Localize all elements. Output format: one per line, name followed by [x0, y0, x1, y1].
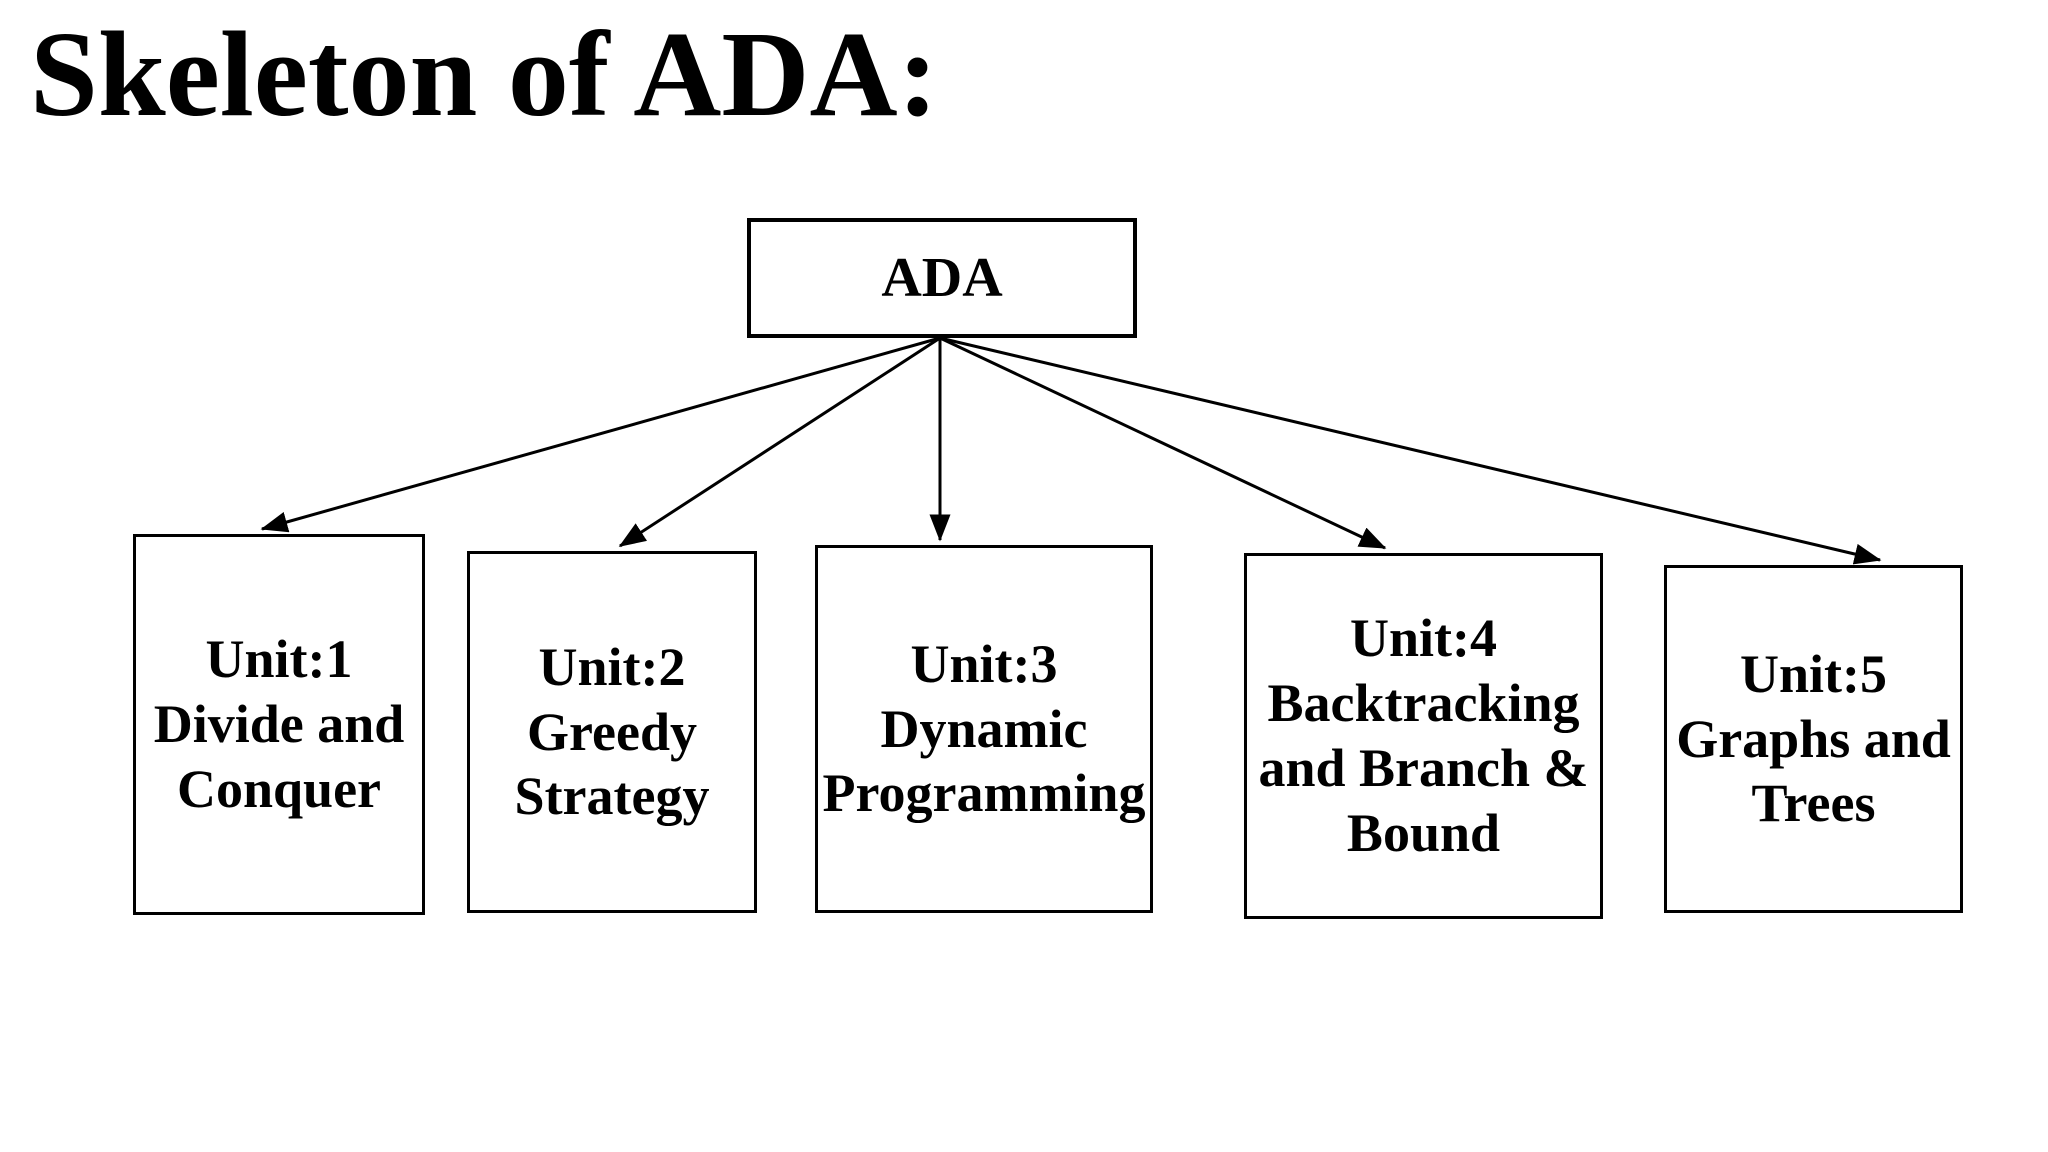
- unit-box-5-label: Unit:5 Graphs and Trees: [1676, 643, 1951, 834]
- unit-box-3: Unit:3 Dynamic Programming: [815, 545, 1153, 913]
- unit-box-2: Unit:2 Greedy Strategy: [467, 551, 757, 913]
- arrow-root-to-unit-5: [939, 336, 1882, 565]
- arrow-root-to-unit-1: [260, 336, 941, 533]
- unit-box-4-label: Unit:4 Backtracking and Branch & Bound: [1258, 608, 1589, 863]
- unit-box-5: Unit:5 Graphs and Trees: [1664, 565, 1963, 913]
- page-title: Skeleton of ADA:: [30, 7, 939, 142]
- unit-box-1-label: Unit:1 Divide and Conquer: [153, 629, 405, 819]
- unit-box-2-label: Unit:2 Greedy Strategy: [514, 636, 710, 827]
- arrow-root-to-unit-4: [939, 336, 1387, 550]
- unit-box-4: Unit:4 Backtracking and Branch & Bound: [1244, 553, 1603, 919]
- root-node-ada: ADA: [747, 218, 1137, 338]
- unit-box-1: Unit:1 Divide and Conquer: [133, 534, 425, 915]
- unit-box-3-label: Unit:3 Dynamic Programming: [822, 633, 1146, 824]
- root-node-label: ADA: [881, 247, 1003, 309]
- arrow-root-to-unit-2: [618, 336, 941, 548]
